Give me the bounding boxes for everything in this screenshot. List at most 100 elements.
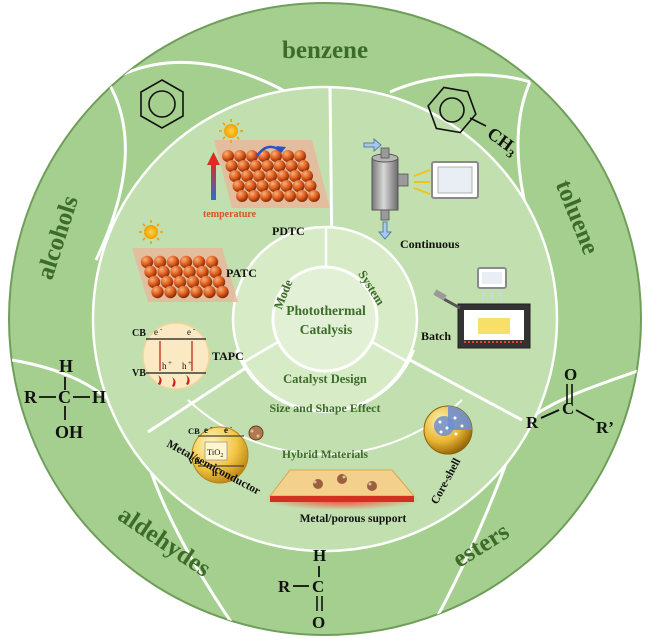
nanoparticle [249,160,262,172]
nanoparticle [229,170,241,182]
label-patc: PATC [226,266,257,280]
toluene-structure-icon [427,86,487,134]
svg-text:C: C [58,387,71,407]
core-shell-illustration [423,405,473,455]
svg-text:-: - [230,423,233,431]
svg-text:e: e [154,327,158,337]
sun-icon [144,225,158,239]
svg-text:-: - [160,325,163,333]
nanoparticle [285,160,298,172]
svg-text:h: h [182,361,187,371]
svg-text:O: O [564,365,577,384]
alcohol-structure: H R C H OH [24,356,106,442]
nanoparticle [222,150,234,162]
label-benzene: benzene [282,37,368,64]
nanoparticle [277,170,289,182]
metal-semiconductor-illustration [191,425,264,484]
label-vb: VB [132,368,146,379]
label-metal-porous: Metal/porous support [300,513,407,525]
svg-text:h: h [212,468,217,478]
nanoparticle [232,180,245,192]
label-temperature: temperature [203,209,257,220]
nanoparticle [153,255,167,269]
svg-text:+: + [218,466,222,474]
nanoparticle [170,265,183,279]
svg-text:-: - [193,325,196,333]
nanoparticle [177,285,190,299]
nanoparticle [199,275,213,289]
nanoparticle [205,255,219,269]
temperature-arrow-icon [211,162,216,200]
label-size-shape: Size and Shape Effect [270,401,381,415]
nanoparticle [270,150,282,162]
benzene-structure-icon [140,79,184,129]
label-cb: CB [132,328,146,339]
nanoparticle [140,255,154,269]
label-tio2: TiO2 [207,447,223,459]
svg-text:+: + [188,359,192,367]
nanoparticle [212,275,226,289]
continuous-reactor-illustration [363,137,479,240]
nanoparticle [179,255,193,269]
hub-dividers [243,227,409,364]
nanoparticle [308,190,320,202]
nanoparticle [157,265,170,279]
reaction-arrow-icon [255,145,283,157]
center-title-line1: Photothermal [286,303,366,318]
nanoparticle [144,265,157,279]
nanoparticle [216,285,229,299]
svg-text:e: e [187,327,191,337]
svg-text:C: C [562,399,574,418]
sun-icon [224,124,238,138]
nanoparticle [289,170,301,182]
nanoparticle [164,285,177,299]
batch-reactor-illustration [433,267,531,349]
svg-text:C: C [312,577,324,596]
nanoparticle [166,255,180,269]
nanoparticle [244,180,257,192]
nanoparticle [173,275,187,289]
label-batch: Batch [421,329,451,343]
nanoparticle [246,150,258,162]
svg-text:R: R [24,387,38,407]
svg-text:R’: R’ [596,418,614,437]
nanoparticle [183,265,196,279]
nanoparticle [241,170,253,182]
svg-text:e: e [204,425,208,435]
nanoparticle [196,265,209,279]
svg-text:H: H [92,387,106,407]
label-pdtc: PDTC [272,224,305,238]
nanoparticle [268,180,281,192]
svg-text:e: e [224,425,228,435]
nanoparticle [261,160,274,172]
nanoparticle [209,265,222,279]
tapc-illustration: e - e - h + h + [142,322,210,390]
nanoparticle [284,190,296,202]
nanoparticle [256,180,269,192]
nanoparticle [265,170,277,182]
heat-icon [158,375,162,385]
svg-text:OH: OH [55,422,83,442]
patc-illustration [132,220,238,302]
nanoparticle [151,285,164,299]
nanoparticle [282,150,294,162]
svg-text:R: R [278,577,291,596]
nanoparticle [301,170,313,182]
nanoparticle [272,190,284,202]
nanoparticle [273,160,286,172]
nanoparticle [186,275,200,289]
svg-text:CB: CB [188,426,200,436]
nanoparticle [292,180,305,192]
nanoparticle [160,275,174,289]
nanoparticle [225,160,238,172]
svg-text:H: H [313,546,326,565]
nanoparticle [297,160,310,172]
svg-text:+: + [168,359,172,367]
nanoparticle [192,255,206,269]
nanoparticle [280,180,293,192]
nanoparticle [296,190,308,202]
nanoparticle [203,285,216,299]
label-tapc: TAPC [212,349,244,363]
svg-text:R: R [526,413,539,432]
center-title-line2: Catalysis [300,322,353,337]
